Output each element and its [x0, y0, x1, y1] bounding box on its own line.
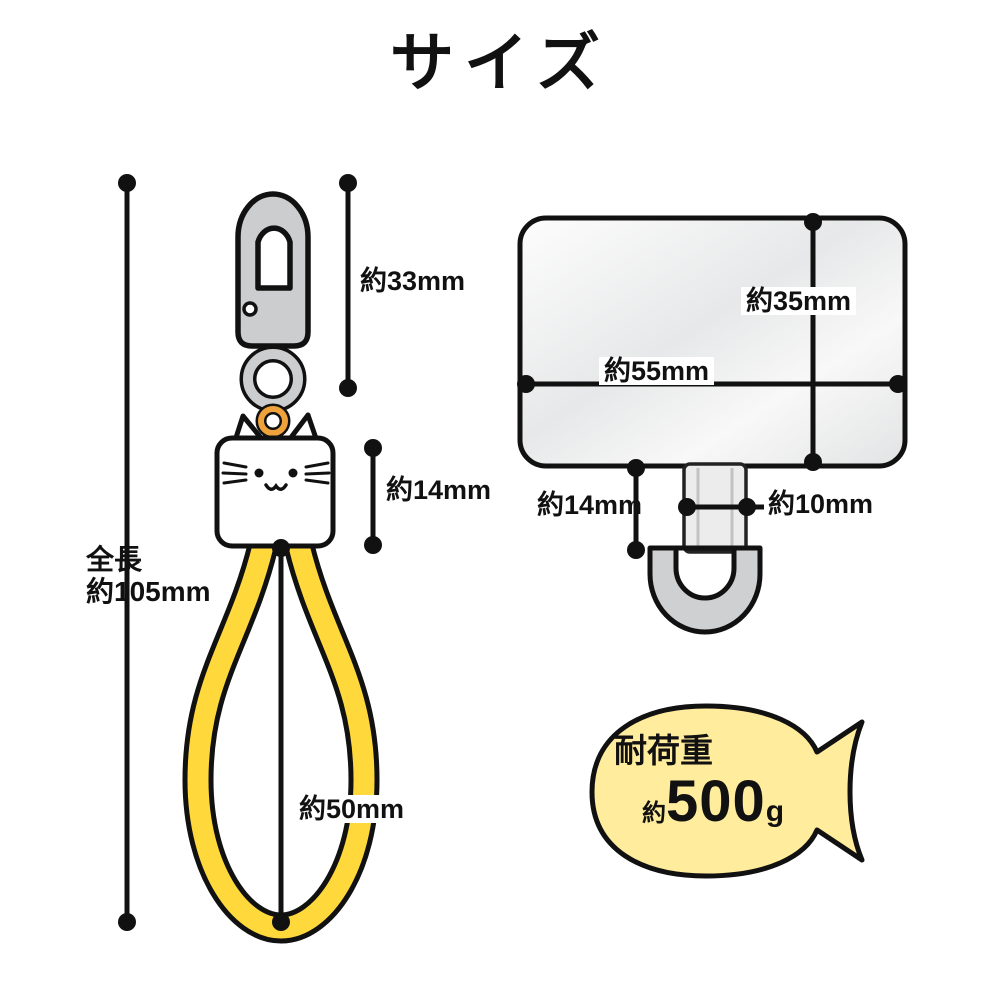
load-capacity-unit: g [765, 795, 785, 828]
card-height-label: 約35mm [741, 287, 857, 315]
total-length-line2: 約105mm [86, 576, 211, 608]
fish-badge [589, 703, 865, 879]
page-title: サイズ [389, 27, 611, 99]
load-capacity-prefix: 約 [642, 800, 666, 827]
keychain-dimension-dots [118, 174, 382, 931]
d-ring [647, 545, 763, 635]
charm-height-label: 約14mm [386, 475, 492, 505]
strap-length-label: 約50mm [294, 795, 410, 823]
total-length-label: 全長 約105mm [86, 544, 211, 608]
cat-mouth [264, 482, 288, 491]
tab-width-label: 約10mm [768, 489, 874, 519]
load-capacity-label: 耐荷重 [614, 732, 713, 769]
load-capacity-number: 500 [666, 769, 766, 834]
cat-eye-left [254, 468, 264, 478]
load-capacity-badge-text: 耐荷重 約500g [598, 724, 833, 835]
load-capacity-value: 約500g [642, 768, 833, 835]
card-width-label: 約55mm [599, 357, 715, 385]
tab-height-label: 約14mm [537, 490, 643, 520]
clasp-hook [235, 191, 311, 349]
clasp-height-label: 約33mm [360, 266, 466, 296]
cat-eye-right [288, 468, 298, 478]
cat-whiskers [221, 461, 331, 485]
card-dimension-dots [517, 213, 907, 559]
total-length-line1: 全長 [86, 544, 143, 575]
keychain-dimension-lines [124, 183, 376, 922]
phone-tab-card-illustration [517, 215, 908, 635]
